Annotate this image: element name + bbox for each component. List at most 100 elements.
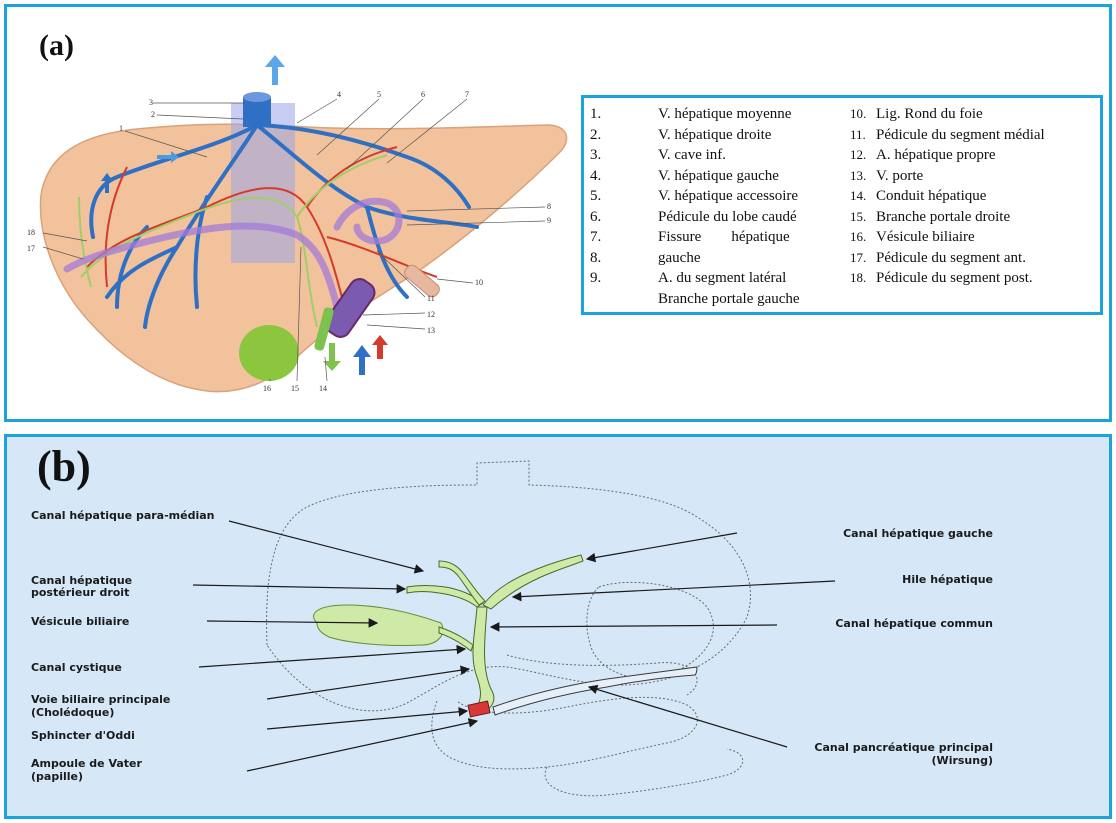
- legend-num: 17.: [850, 248, 876, 269]
- fig-num-18: 18: [27, 228, 35, 237]
- legend-column-left: 1.V. hépatique moyenne 2.V. hépatique dr…: [590, 104, 852, 309]
- legend-continuation: Branche portale gauche: [590, 289, 852, 310]
- legend-item: 10.Lig. Rond du foie: [850, 104, 1100, 125]
- legend-num: 12.: [850, 145, 876, 166]
- cystic-duct: [439, 627, 473, 651]
- fig-num-14: 14: [319, 384, 327, 393]
- legend-box: 1.V. hépatique moyenne 2.V. hépatique dr…: [581, 95, 1103, 315]
- legend-item: 18.Pédicule du segment post.: [850, 268, 1100, 289]
- fig-num-4: 4: [337, 90, 341, 99]
- up-arrow: [265, 55, 285, 85]
- label-para-median: Canal hépatique para-médian: [31, 509, 215, 522]
- label-voie-biliaire-2: (Cholédoque): [31, 706, 114, 719]
- label-ampoule-2: (papille): [31, 770, 83, 783]
- legend-num: 1.: [590, 104, 658, 125]
- legend-num: 8.: [590, 248, 658, 269]
- fig-num-6: 6: [421, 90, 425, 99]
- label-pancreatique-2: (Wirsung): [932, 754, 993, 767]
- label-voie-biliaire-1: Voie biliaire principale: [31, 693, 170, 706]
- legend-item: 2.V. hépatique droite: [590, 125, 852, 146]
- red-arrow: [372, 335, 388, 359]
- legend-text: Lig. Rond du foie: [876, 104, 983, 125]
- fig-num-7: 7: [465, 90, 469, 99]
- legend-text: Vésicule biliaire: [876, 227, 975, 248]
- legend-item: 6.Pédicule du lobe caudé: [590, 207, 852, 228]
- legend-item: 9.A. du segment latéral: [590, 268, 852, 289]
- legend-text: V. hépatique droite: [658, 125, 771, 146]
- legend-num: 18.: [850, 268, 876, 289]
- fig-num-15: 15: [291, 384, 299, 393]
- fig-num-9: 9: [547, 216, 551, 225]
- legend-num: 14.: [850, 186, 876, 207]
- legend-text: Pédicule du segment médial: [876, 125, 1045, 146]
- legend-item: 17.Pédicule du segment ant.: [850, 248, 1100, 269]
- legend-num: 3.: [590, 145, 658, 166]
- legend-text: V. porte: [876, 166, 923, 187]
- legend-text: A. du segment latéral: [658, 268, 786, 289]
- legend-item: 8.gauche: [590, 248, 852, 269]
- label-cystique: Canal cystique: [31, 661, 122, 674]
- legend-num: 15.: [850, 207, 876, 228]
- legend-text: Pédicule du segment ant.: [876, 248, 1026, 269]
- fig-num-16: 16: [263, 384, 271, 393]
- fig-num-5: 5: [377, 90, 381, 99]
- label-pancreatique-1: Canal pancréatique principal: [814, 741, 993, 754]
- fig-num-1: 1: [119, 124, 123, 133]
- legend-text: V. hépatique gauche: [658, 166, 779, 187]
- blue-arrow: [353, 345, 371, 375]
- legend-text: Fissure hépatique: [658, 227, 790, 248]
- legend-text: V. hépatique moyenne: [658, 104, 791, 125]
- legend-item: 3.V. cave inf.: [590, 145, 852, 166]
- label-posterieur-droit-2: postérieur droit: [31, 586, 129, 599]
- panel-b: (b): [4, 434, 1112, 819]
- common-bile-duct: [473, 607, 494, 711]
- label-hepatique-gauche: Canal hépatique gauche: [843, 527, 993, 540]
- fig-num-17: 17: [27, 244, 35, 253]
- gallbladder: [239, 325, 299, 381]
- legend-num: 9.: [590, 268, 658, 289]
- legend-num: 4.: [590, 166, 658, 187]
- fig-num-10: 10: [475, 278, 483, 287]
- label-sphincter: Sphincter d'Oddi: [31, 729, 135, 742]
- fig-num-8: 8: [547, 202, 551, 211]
- legend-num: 11.: [850, 125, 876, 146]
- pancreatic-duct: [493, 667, 697, 715]
- legend-item: 14.Conduit hépatique: [850, 186, 1100, 207]
- legend-item: 7.Fissure hépatique: [590, 227, 852, 248]
- legend-item: 15.Branche portale droite: [850, 207, 1100, 228]
- legend-text: Pédicule du lobe caudé: [658, 207, 797, 228]
- legend-item: 12.A. hépatique propre: [850, 145, 1100, 166]
- legend-item: 13.V. porte: [850, 166, 1100, 187]
- legend-item: 5.V. hépatique accessoire: [590, 186, 852, 207]
- legend-num: 6.: [590, 207, 658, 228]
- panel-a: (a): [4, 4, 1112, 422]
- label-hile: Hile hépatique: [902, 573, 993, 586]
- legend-text: A. hépatique propre: [876, 145, 996, 166]
- label-ampoule-1: Ampoule de Vater: [31, 757, 142, 770]
- legend-text: Pédicule du segment post.: [876, 268, 1033, 289]
- fig-num-13: 13: [427, 326, 435, 335]
- legend-item: 16.Vésicule biliaire: [850, 227, 1100, 248]
- left-duct: [483, 555, 583, 609]
- legend-item: 11.Pédicule du segment médial: [850, 125, 1100, 146]
- fig-num-3: 3: [149, 98, 153, 107]
- fig-num-2: 2: [151, 110, 155, 119]
- intestine-outline: [545, 749, 743, 796]
- legend-num: 2.: [590, 125, 658, 146]
- legend-item: 4.V. hépatique gauche: [590, 166, 852, 187]
- sphincter-oddi: [468, 701, 490, 717]
- legend-text: V. cave inf.: [658, 145, 726, 166]
- legend-item: 1.V. hépatique moyenne: [590, 104, 852, 125]
- legend-column-right: 10.Lig. Rond du foie 11.Pédicule du segm…: [850, 104, 1100, 289]
- legend-num: 10.: [850, 104, 876, 125]
- fig-num-12: 12: [427, 310, 435, 319]
- legend-num: 5.: [590, 186, 658, 207]
- legend-text: Branche portale droite: [876, 207, 1010, 228]
- legend-num: 16.: [850, 227, 876, 248]
- fig-num-11: 11: [427, 294, 435, 303]
- legend-text: Conduit hépatique: [876, 186, 986, 207]
- legend-num: 7.: [590, 227, 658, 248]
- legend-text: V. hépatique accessoire: [658, 186, 798, 207]
- legend-text: gauche: [658, 248, 700, 269]
- gallbladder: [314, 605, 443, 646]
